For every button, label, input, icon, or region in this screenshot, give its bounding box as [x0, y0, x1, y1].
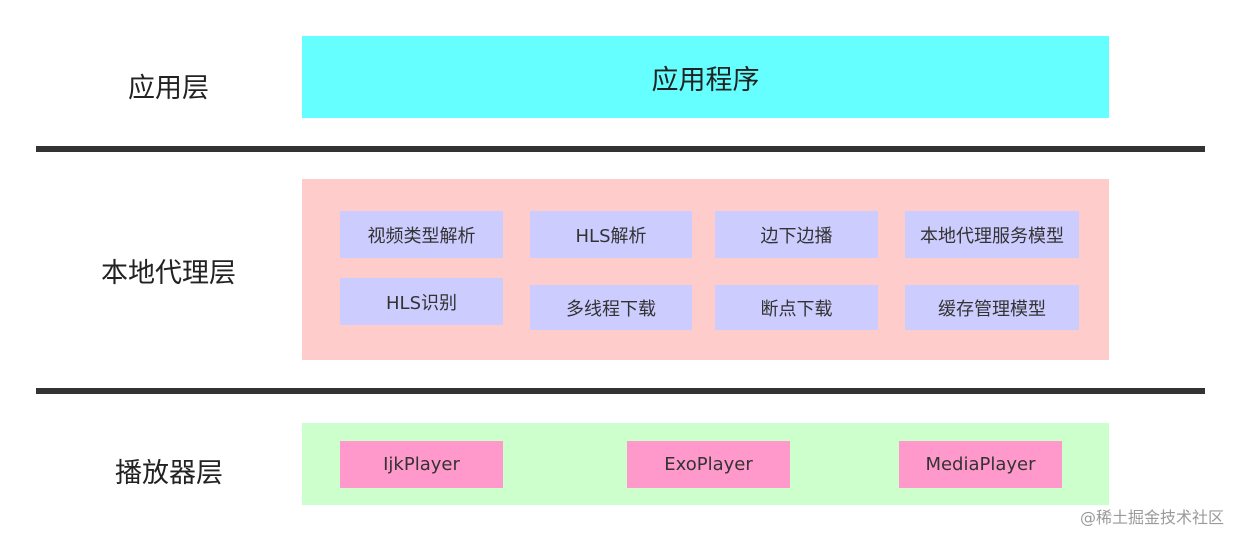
module-video-type-parse: 视频类型解析	[340, 211, 503, 258]
module-cache-management-model: 缓存管理模型	[905, 285, 1079, 330]
app-layer-band: 应用程序	[302, 36, 1109, 118]
proxy-layer-label: 本地代理层	[101, 258, 236, 289]
module-multithread-download: 多线程下载	[530, 285, 692, 330]
module-resume-download: 断点下载	[715, 285, 878, 330]
module-hls-parse: HLS解析	[530, 211, 692, 258]
divider-top	[36, 146, 1205, 152]
player-ijkplayer: IjkPlayer	[340, 441, 503, 488]
module-local-proxy-service-model: 本地代理服务模型	[905, 211, 1079, 258]
player-layer-label: 播放器层	[115, 458, 223, 489]
divider-bottom	[36, 388, 1205, 394]
proxy-layer-band	[302, 179, 1109, 360]
watermark: @稀土掘金技术社区	[1079, 508, 1224, 527]
app-program-box: 应用程序	[651, 64, 760, 96]
app-layer-label: 应用层	[128, 73, 209, 104]
module-download-while-play: 边下边播	[715, 211, 878, 258]
player-mediaplayer: MediaPlayer	[899, 441, 1062, 488]
player-exoplayer: ExoPlayer	[627, 441, 790, 488]
module-hls-detect: HLS识别	[340, 278, 503, 325]
